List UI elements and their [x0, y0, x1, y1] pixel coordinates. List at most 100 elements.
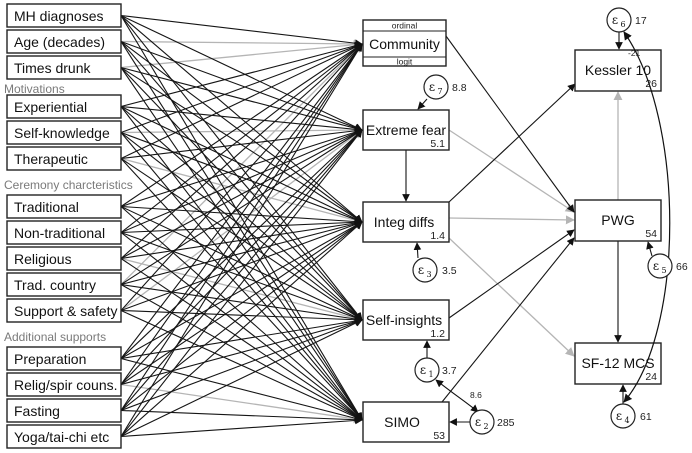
- error-e2: ε 2 285: [469, 409, 515, 435]
- path-predictor-10-to-node-3: [120, 309, 363, 324]
- path-predictor-2-to-node-1: [120, 66, 363, 132]
- error-e7: ε 7 8.8: [423, 74, 467, 100]
- path-predictor-7-to-node-3: [120, 231, 363, 322]
- predictor-experiential: Experiential: [6, 94, 122, 119]
- svg-text:Traditional: Traditional: [14, 199, 79, 215]
- path-predictor-5-to-node-1: [120, 126, 363, 160]
- path-insights-to-pwg: [448, 229, 575, 319]
- error-e1: ε 1 3.7: [414, 357, 457, 383]
- svg-text:ε: ε: [418, 263, 424, 277]
- path-predictor-7-to-node-0: [120, 43, 363, 233]
- svg-text:Extreme fear: Extreme fear: [366, 122, 446, 138]
- path-predictor-11-to-node-1: [120, 129, 363, 359]
- path-predictor-3-to-node-3: [120, 106, 363, 321]
- node-sf12-mcs: SF-12 MCS 24: [574, 342, 662, 385]
- path-predictor-2-to-node-0: [120, 40, 363, 69]
- svg-text:1.4: 1.4: [430, 230, 445, 242]
- path-predictor-13-to-node-1: [120, 129, 363, 411]
- node-kessler-10: Kessler 10 26: [574, 49, 662, 92]
- path-predictor-3-to-node-2: [120, 106, 363, 223]
- path-predictor-1-to-node-4: [120, 41, 363, 421]
- predictor-boxes: MH diagnoses Age (decades) Times drunk E…: [6, 3, 122, 449]
- svg-text:6: 6: [620, 20, 625, 29]
- path-predictor-12-to-node-1: [120, 129, 363, 385]
- node-extreme-fear: Extreme fear 5.1: [362, 109, 450, 151]
- path-predictor-11-to-node-2: [120, 221, 363, 359]
- path-predictor-14-to-node-3: [120, 319, 363, 437]
- node-self-insights: Self-insights 1.2: [362, 299, 450, 341]
- path-predictor-5-to-node-4: [120, 158, 363, 421]
- path-e3-to-integ: [413, 242, 422, 259]
- svg-text:ε: ε: [612, 13, 618, 27]
- path-predictor-12-to-node-2: [120, 221, 363, 385]
- predictor-mh-diagnoses: MH diagnoses: [6, 3, 122, 28]
- svg-text:61: 61: [640, 411, 652, 423]
- predictor-relig-spir-couns: Relig/spir couns.: [6, 372, 122, 397]
- path-fear-to-pwg: [448, 129, 575, 213]
- svg-text:26: 26: [645, 78, 657, 90]
- path-predictor-5-to-node-2: [120, 157, 363, 225]
- covariance-e1-e2-value: 8.6: [470, 390, 482, 400]
- svg-text:3.5: 3.5: [442, 265, 457, 277]
- predictor-therapeutic: Therapeutic: [6, 146, 122, 171]
- path-predictor-7-to-node-4: [120, 232, 363, 421]
- group-label-motivations: Motivations: [4, 82, 65, 96]
- svg-text:3: 3: [426, 270, 431, 279]
- path-predictor-7-to-node-1: [120, 129, 363, 234]
- path-predictor-8-to-node-0: [120, 43, 363, 259]
- covariance-e6-e4: [623, 31, 671, 403]
- covariance-e1-e2: [435, 379, 479, 413]
- svg-text:SF-12 MCS: SF-12 MCS: [581, 355, 654, 371]
- node-pwg: PWG 54: [574, 199, 662, 242]
- svg-text:Religious: Religious: [14, 251, 72, 267]
- predictor-traditional: Traditional: [6, 194, 122, 219]
- path-predictor-11-to-node-3: [120, 317, 363, 360]
- path-predictor-0-to-node-0: [120, 14, 363, 48]
- path-integ-to-sf12: [448, 237, 575, 357]
- svg-text:Trad. country: Trad. country: [14, 277, 96, 293]
- error-e3: ε 3 3.5: [412, 257, 457, 283]
- path-predictor-5-to-node-0: [120, 43, 363, 159]
- svg-text:4: 4: [624, 416, 629, 425]
- svg-text:5: 5: [661, 266, 666, 275]
- svg-text:Fasting: Fasting: [14, 403, 60, 419]
- community-label: Community: [369, 36, 440, 52]
- path-predictor-10-to-node-1: [120, 129, 363, 312]
- path-predictor-1-to-node-0: [120, 39, 363, 49]
- path-integ-to-pwg: [448, 215, 575, 225]
- predictor-religious: Religious: [6, 246, 122, 271]
- path-integ-to-kessler: [448, 83, 576, 203]
- covariance-e6-e4-value: -21: [628, 48, 641, 58]
- community-band-ordinal: ordinal: [392, 21, 418, 31]
- error-e4: ε 4 61: [610, 403, 652, 429]
- node-simo: SIMO 53: [362, 401, 450, 443]
- node-integ-diffs: Integ diffs 1.4: [362, 201, 450, 243]
- path-predictor-10-to-node-2: [120, 220, 363, 312]
- path-predictor-13-to-node-4: [120, 409, 363, 424]
- path-predictor-12-to-node-3: [120, 318, 363, 386]
- svg-text:53: 53: [433, 430, 445, 442]
- svg-text:Support & safety: Support & safety: [14, 303, 118, 319]
- path-predictor-0-to-node-4: [120, 15, 363, 421]
- path-predictor-6-to-node-4: [120, 206, 363, 421]
- svg-text:1: 1: [428, 370, 433, 379]
- path-predictor-13-to-node-3: [120, 318, 363, 412]
- svg-text:3.7: 3.7: [442, 365, 457, 377]
- path-predictor-13-to-node-0: [120, 43, 363, 411]
- svg-text:Self-knowledge: Self-knowledge: [14, 125, 110, 141]
- svg-text:Non-traditional: Non-traditional: [14, 225, 105, 241]
- svg-text:Integ diffs: Integ diffs: [374, 214, 434, 230]
- path-predictor-3-to-node-1: [120, 105, 363, 134]
- svg-text:7: 7: [437, 87, 442, 96]
- predictor-self-knowledge: Self-knowledge: [6, 120, 122, 145]
- svg-text:285: 285: [497, 417, 515, 429]
- svg-text:MH diagnoses: MH diagnoses: [14, 8, 104, 24]
- path-predictor-9-to-node-3: [120, 283, 363, 323]
- svg-text:Preparation: Preparation: [14, 351, 86, 367]
- node-community: ordinal Community logit: [362, 19, 447, 67]
- svg-text:Relig/spir couns.: Relig/spir couns.: [14, 377, 118, 393]
- svg-text:66: 66: [676, 261, 688, 273]
- path-community-to-pwg: [445, 35, 575, 213]
- error-e6: ε 6 17: [606, 7, 647, 33]
- path-predictor-6-to-node-1: [120, 128, 363, 208]
